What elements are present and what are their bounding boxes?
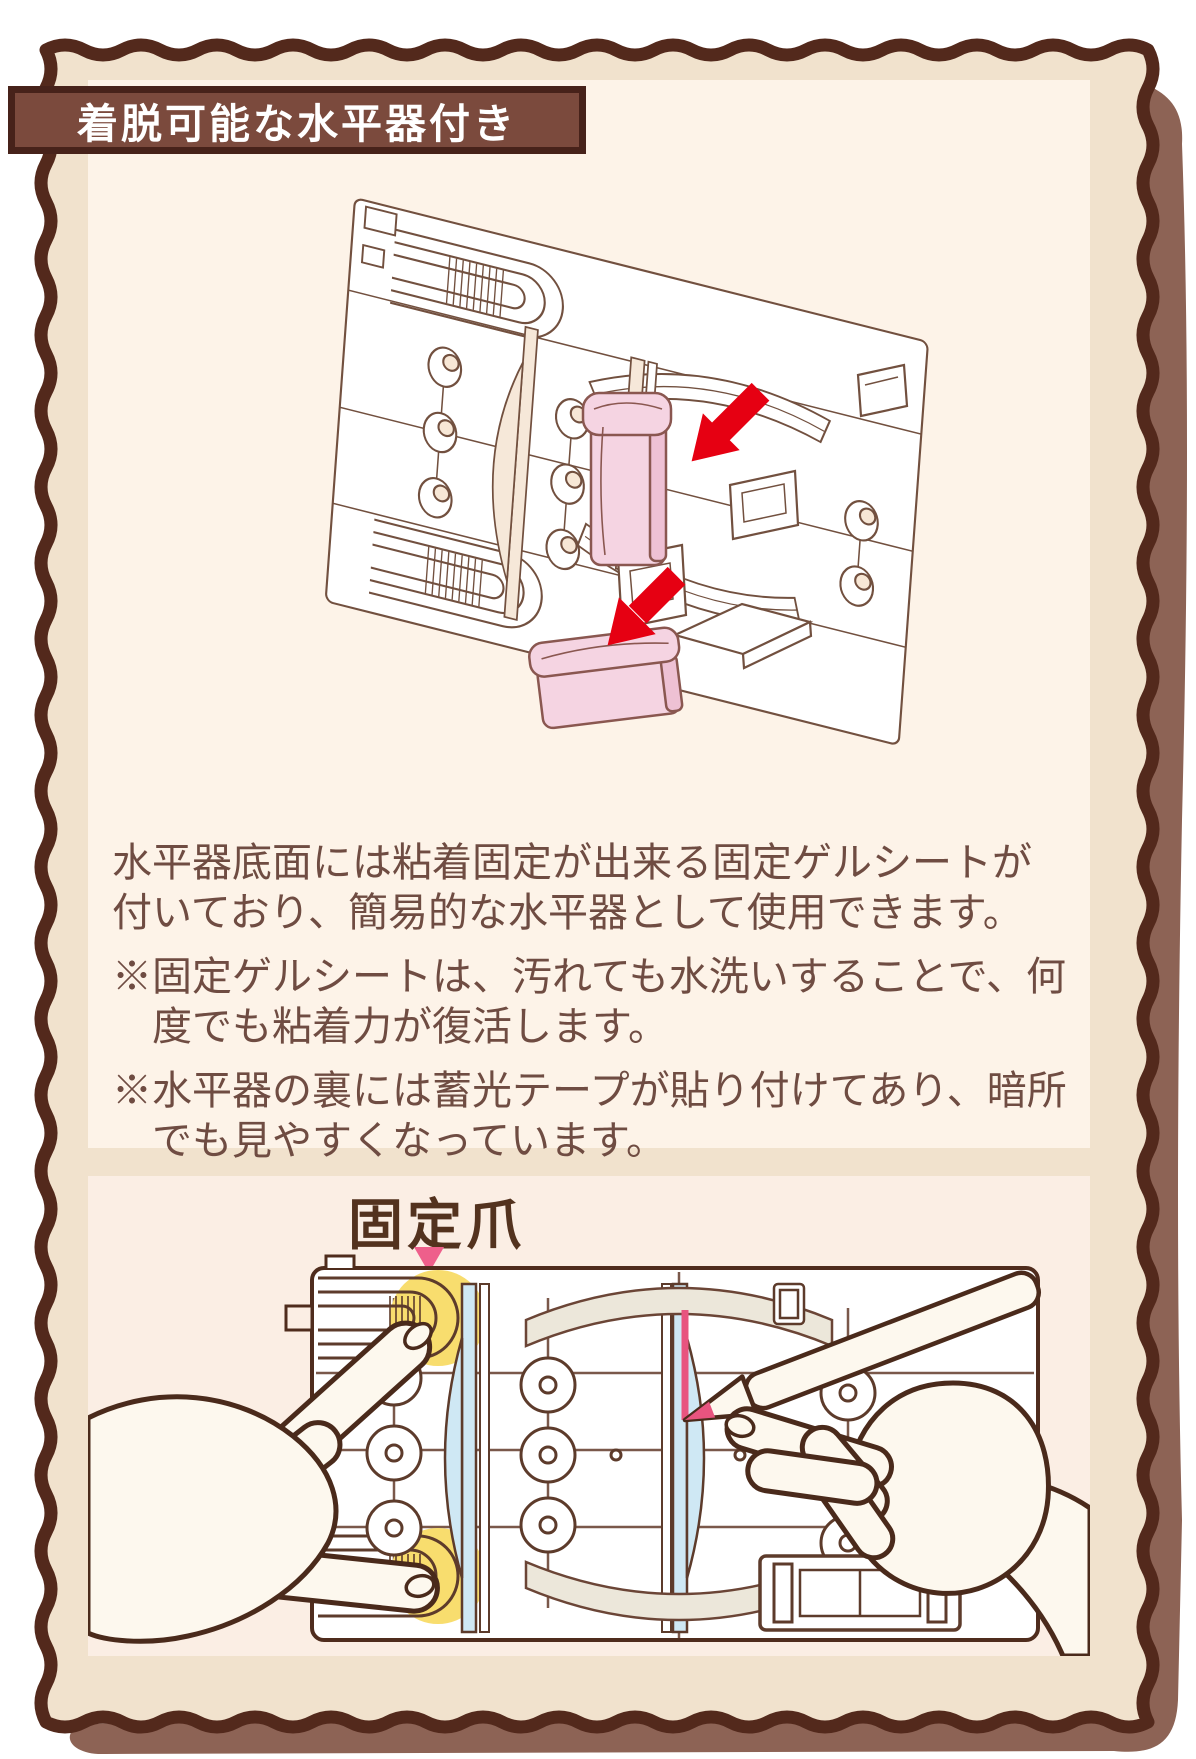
- note-luminous-tape: ※水平器の裏には蓄光テープが貼り付けてあり、暗所でも見やすくなっています。: [112, 1068, 1067, 1163]
- fingernail: [404, 1573, 436, 1599]
- spirit-level: [581, 391, 673, 567]
- red-arrow-icon: [607, 566, 686, 646]
- level-attach-illustration: [325, 198, 929, 745]
- claw-label: 固定爪: [348, 1194, 526, 1256]
- description-text: 水平器底面には粘着固定が出来る固定ゲルシートが付いており、簡易的な水平器として使…: [112, 838, 1070, 1179]
- board-detail: [772, 1282, 806, 1326]
- right-hand: [682, 1270, 1090, 1656]
- section-title: 着脱可能な水平器付き: [77, 101, 517, 147]
- description-paragraph: 水平器底面には粘着固定が出来る固定ゲルシートが付いており、簡易的な水平器として使…: [112, 841, 1032, 936]
- fingernail: [724, 1413, 756, 1439]
- spirit-level-detached: [528, 626, 684, 730]
- section-banner: 着脱可能な水平器付き: [8, 86, 586, 154]
- left-hand: [88, 1320, 440, 1644]
- note-gel-sheet: ※固定ゲルシートは、汚れても水洗いすることで、何度でも粘着力が復活します。: [112, 954, 1066, 1050]
- vial-strip: [661, 1282, 706, 1634]
- vial-strip: [443, 1282, 490, 1634]
- red-arrow-icon: [691, 382, 770, 462]
- fingernail: [403, 1321, 433, 1351]
- marking-illustration: [88, 1254, 1090, 1656]
